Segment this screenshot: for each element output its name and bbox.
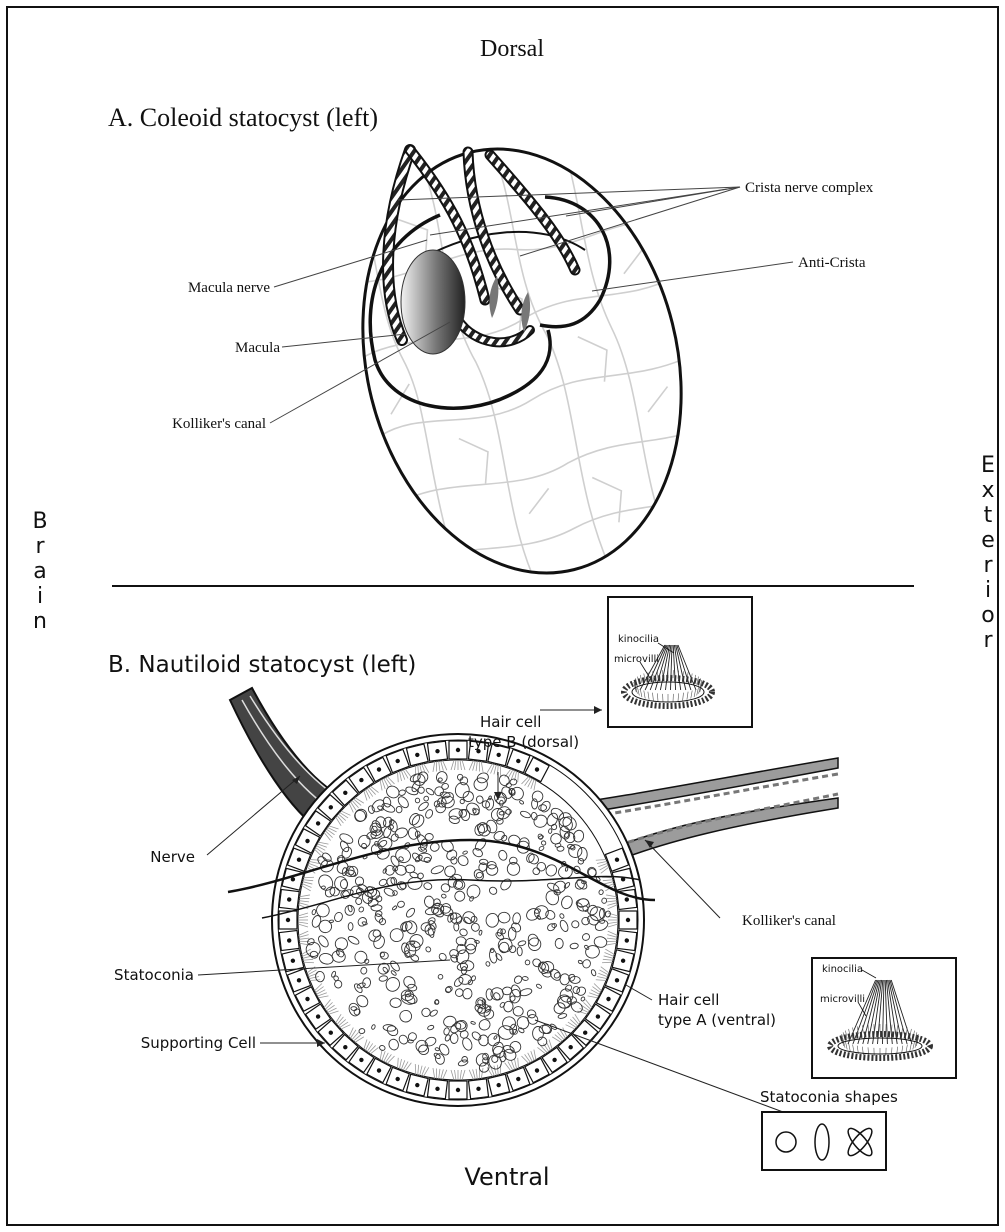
- svg-text:x: x: [981, 478, 994, 503]
- hair-cell-b-label-1: Hair cell: [480, 713, 541, 731]
- inset-a-microvilli: microvilli: [820, 994, 865, 1005]
- svg-text:r: r: [35, 534, 45, 559]
- svg-text:B: B: [32, 509, 47, 534]
- statocyst-sphere: [272, 734, 644, 1106]
- inset-b-kinocilia: kinocilia: [618, 634, 659, 645]
- anti-crista-label: Anti-Crista: [798, 255, 866, 271]
- svg-text:E: E: [981, 453, 995, 478]
- svg-text:i: i: [985, 578, 991, 603]
- supporting-cell-label: Supporting Cell: [141, 1034, 256, 1052]
- statoconia-shapes-box: [762, 1112, 886, 1170]
- svg-text:o: o: [981, 603, 994, 628]
- kollikers-canal-a-label: Kolliker's canal: [172, 416, 266, 432]
- svg-text:t: t: [984, 503, 993, 528]
- macula-label: Macula: [235, 340, 280, 356]
- svg-text:a: a: [33, 559, 46, 584]
- svg-text:n: n: [33, 609, 47, 634]
- statoconia-shapes-label: Statoconia shapes: [760, 1088, 898, 1106]
- inset-a-kinocilia: kinocilia: [822, 964, 863, 975]
- statoconia-label: Statoconia: [114, 966, 194, 984]
- svg-text:r: r: [983, 553, 993, 578]
- hair-cell-b-label-2: type B (dorsal): [468, 733, 579, 751]
- exterior-label: E x t e r i o r: [981, 453, 995, 653]
- inset-hair-cell-a: kinocilia microvilli: [812, 958, 956, 1078]
- inset-b-microvilli: microvilli: [614, 654, 659, 665]
- inset-hair-cell-b: kinocilia microvilli: [608, 597, 752, 727]
- svg-text:e: e: [981, 528, 995, 553]
- brain-label: B r a i n: [32, 509, 47, 634]
- panel-a-title: A. Coleoid statocyst (left): [108, 103, 378, 132]
- dorsal-label: Dorsal: [480, 36, 544, 62]
- svg-text:i: i: [37, 584, 43, 609]
- coleoid-statocyst: Crista nerve complex Anti-Crista Macula …: [172, 106, 874, 613]
- ventral-label: Ventral: [464, 1163, 549, 1191]
- nautiloid-statocyst: Nerve Statoconia Supporting Cell Hair ce…: [114, 597, 956, 1170]
- svg-text:r: r: [983, 628, 993, 653]
- hair-cell-a-label-2: type A (ventral): [658, 1011, 776, 1029]
- panel-b-title: B. Nautiloid statocyst (left): [108, 652, 416, 678]
- crista-nerve-complex-label: Crista nerve complex: [745, 180, 874, 196]
- hair-cell-a-label-1: Hair cell: [658, 991, 719, 1009]
- macula-shape: [401, 250, 465, 354]
- nerve-label: Nerve: [150, 848, 195, 866]
- kollikers-canal-b-label: Kolliker's canal: [742, 913, 836, 929]
- macula-nerve-label: Macula nerve: [188, 280, 270, 296]
- statocyst-oval: [314, 106, 741, 613]
